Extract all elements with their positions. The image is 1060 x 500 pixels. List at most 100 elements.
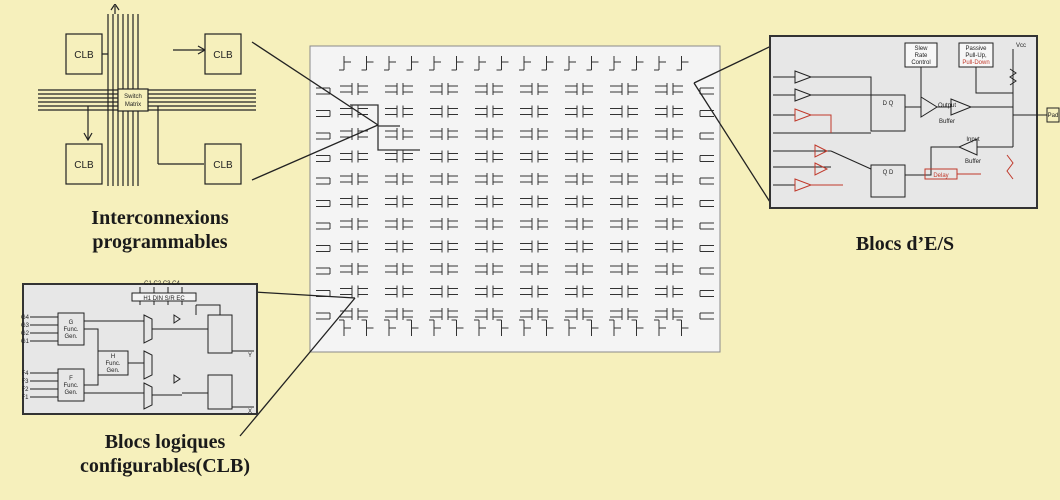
clb-cell [610,308,638,320]
pad-label: Pad [1048,113,1059,119]
clb-cell [340,195,368,208]
io-pad [609,319,621,336]
clb-cell [520,150,548,163]
clb-cell [475,128,503,140]
io-pad [699,132,714,140]
clb-cell [565,308,593,320]
f-func-label: Func. [63,383,78,389]
clb-cell [610,128,638,140]
clb-cell [385,150,413,163]
clb-cell [475,150,503,163]
clb-cell [385,308,413,320]
io-pad [699,155,714,162]
fpga-chip-outline [309,45,721,353]
caption-line: programmables [92,231,228,254]
clb-cell [430,173,458,185]
clb-cell [655,150,683,163]
delay-label: Delay [933,173,948,179]
clb-cell [655,263,683,275]
clb-cell [655,218,683,230]
clb-cell [520,308,548,320]
io-pad [429,56,441,71]
clb-cell [430,263,458,275]
switch-matrix-label: Switch [124,94,142,100]
io-pad [316,200,331,207]
clb-cell [565,195,593,208]
output-buffer-label: Buffer [939,119,955,125]
clb-cell [565,285,593,298]
io-pad [406,56,419,71]
io-pad [429,319,441,336]
clb-cell [610,173,638,185]
io-pad [451,56,464,71]
io-pad [339,56,351,71]
io-pad [384,56,396,71]
io-pad [564,319,576,336]
clb-cell [610,195,638,208]
clb-cell [385,195,413,208]
clb-cell [385,218,413,230]
io-pad [699,245,714,252]
clb-box-top-left [65,33,103,75]
io-pad [631,56,644,71]
g-input-label: G3 [21,323,30,329]
clb-cell [385,128,413,140]
clb-cell [520,105,548,118]
io-pads-right [699,87,714,320]
io-pad [474,319,486,336]
clb-cell [565,83,593,95]
io-pad [676,319,689,336]
clb-cell [475,105,503,118]
io-pad [316,132,331,140]
clb-cell [610,105,638,118]
f-input-label: F4 [21,371,29,377]
clb-label: CLB [74,50,94,61]
io-pad [316,222,331,230]
clb-cell [655,195,683,208]
io-pad [699,312,714,320]
clb-top-bus: H1 DIN S/R EC [143,296,185,302]
g-input-label: G4 [21,315,30,321]
io-pad [699,222,714,230]
io-pad [316,267,331,275]
clb-cell [565,263,593,275]
io-pad [316,177,331,185]
clb-cell [565,218,593,230]
switch-matrix-box [117,88,149,112]
clb-cell [430,105,458,118]
io-pad [699,290,714,297]
fpga-array-diagram [309,45,721,353]
io-pad [406,319,419,336]
io-pads-top [339,56,689,71]
clb-cell [655,285,683,298]
io-pad [654,56,666,71]
clb-cell [565,105,593,118]
clb-cell [430,150,458,163]
clb-cell [430,308,458,320]
f-func-label: Gen. [64,390,77,396]
clb-cell [655,308,683,320]
clb-cell [385,173,413,185]
clb-box-bottom-left [65,143,103,185]
h-func-label: Func. [105,361,120,367]
clb-cell [565,240,593,253]
clb-cell [340,308,368,320]
io-pad [586,56,599,71]
clb-cell [520,218,548,230]
clb-cell [385,83,413,95]
io-pad [699,177,714,185]
clb-cell [610,263,638,275]
clb-cell [655,105,683,118]
clb-cell [520,173,548,185]
slew-rate-label: Slew [914,46,928,52]
io-pad [541,56,554,71]
slew-rate-label: Rate [915,53,928,59]
clb-cell [340,240,368,253]
clb-cell [475,263,503,275]
h-func-label: H [111,354,115,360]
clb-grid [340,83,683,320]
io-pad [316,312,331,320]
clb-label: CLB [213,160,233,171]
clb-cell [610,218,638,230]
clb-cell [385,263,413,275]
